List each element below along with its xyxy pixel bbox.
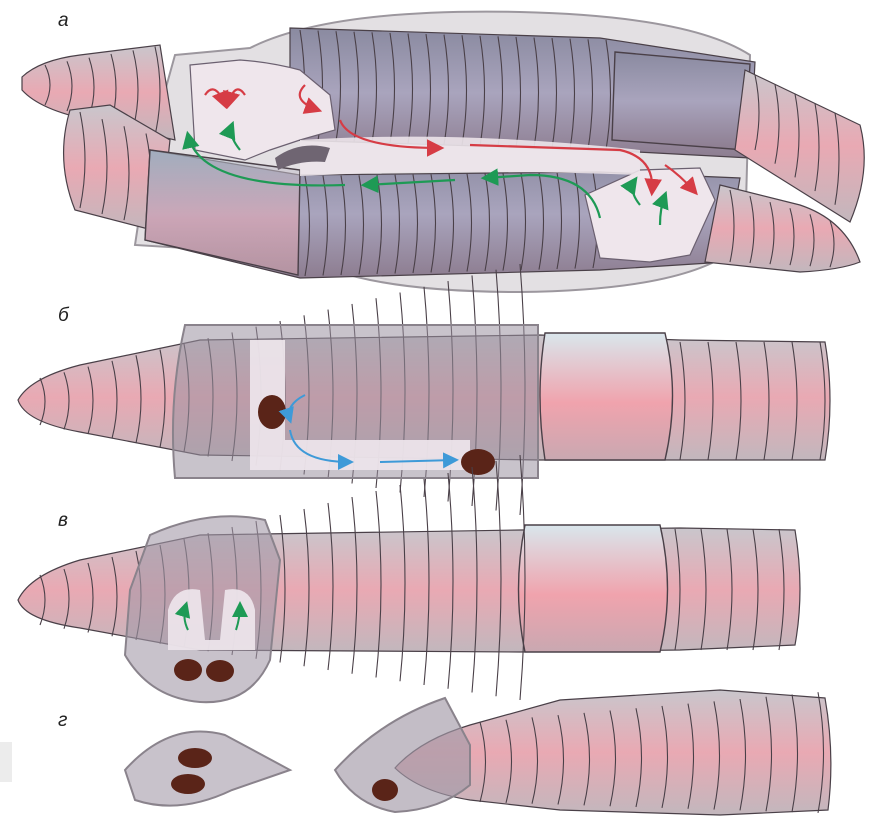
egg-b-1 [258,395,286,429]
egg-b-2 [461,449,495,475]
closed-cocoon [125,732,290,806]
worm-v-clitellum [519,525,668,652]
egg-v-1 [174,659,202,681]
cocoon-v [125,516,280,702]
panel-b-cocoon-forming [18,264,830,515]
egg-g-1 [178,748,212,768]
open-cocoon-shell [335,698,470,812]
panel-g-detached-cocoon [125,690,831,815]
worm-b-clitellum [540,333,673,460]
egg-g-2 [171,774,205,794]
egg-g-3 [372,779,398,801]
panel-v-cocoon-sliding [18,455,800,702]
panel-a-mating-worms [22,12,864,292]
egg-v-2 [206,660,234,682]
